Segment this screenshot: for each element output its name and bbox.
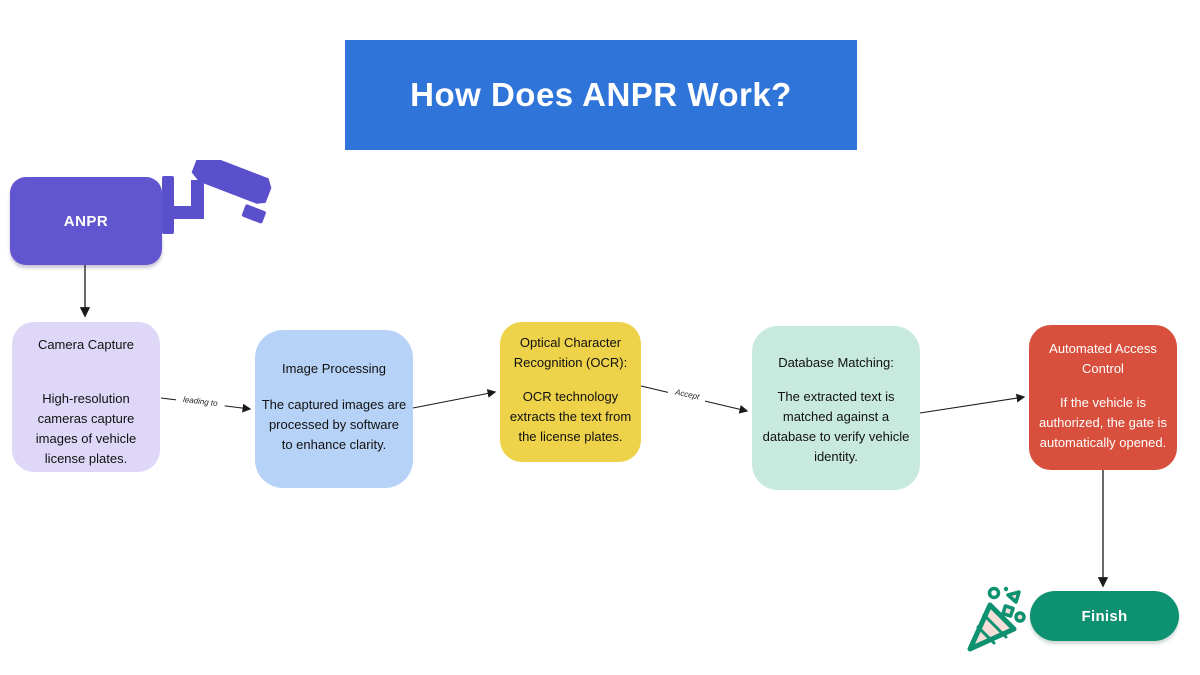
node-body-database-matching: The extracted text is matched against a … <box>762 389 910 464</box>
flow-node-finish[interactable]: Finish <box>1030 591 1179 641</box>
node-title-image-processing: Image Processing <box>281 361 387 376</box>
node-body-ocr: OCR technology extracts the text from th… <box>509 389 632 444</box>
node-body-image-processing: The captured images are processed by sof… <box>261 397 407 452</box>
cctv-camera-icon <box>162 160 272 234</box>
flow-node-image-processing[interactable]: Image Processing The captured images are… <box>255 330 413 488</box>
flow-node-camera-capture[interactable]: Camera Capture High-resolution cameras c… <box>12 322 160 472</box>
node-title-camera-capture: Camera Capture <box>37 337 135 352</box>
node-title-ocr: Optical Character Recognition (OCR): <box>513 335 628 370</box>
edge-label-leading-to: leading to <box>175 394 226 409</box>
node-title-database-matching: Database Matching: <box>778 355 894 370</box>
node-body-access-control: If the vehicle is authorized, the gate i… <box>1039 395 1167 450</box>
anpr-label: ANPR <box>63 212 109 230</box>
page-title-text: How Does ANPR Work? <box>410 76 792 113</box>
node-body-camera-capture: High-resolution cameras capture images o… <box>35 391 137 466</box>
finish-label: Finish <box>1081 607 1128 625</box>
flow-node-ocr[interactable]: Optical Character Recognition (OCR): OCR… <box>500 322 641 462</box>
node-title-access-control: Automated Access Control <box>1049 341 1157 376</box>
edge-label-accept: Accept <box>667 386 707 403</box>
flow-node-access-control[interactable]: Automated Access Control If the vehicle … <box>1029 325 1177 470</box>
flow-node-anpr[interactable]: ANPR <box>10 177 162 265</box>
flow-node-database-matching[interactable]: Database Matching: The extracted text is… <box>752 326 920 490</box>
party-popper-icon <box>967 586 1026 652</box>
arrow-image-to-ocr <box>412 389 497 409</box>
page-title: How Does ANPR Work? <box>345 40 857 150</box>
arrow-database-to-access <box>919 393 1026 414</box>
